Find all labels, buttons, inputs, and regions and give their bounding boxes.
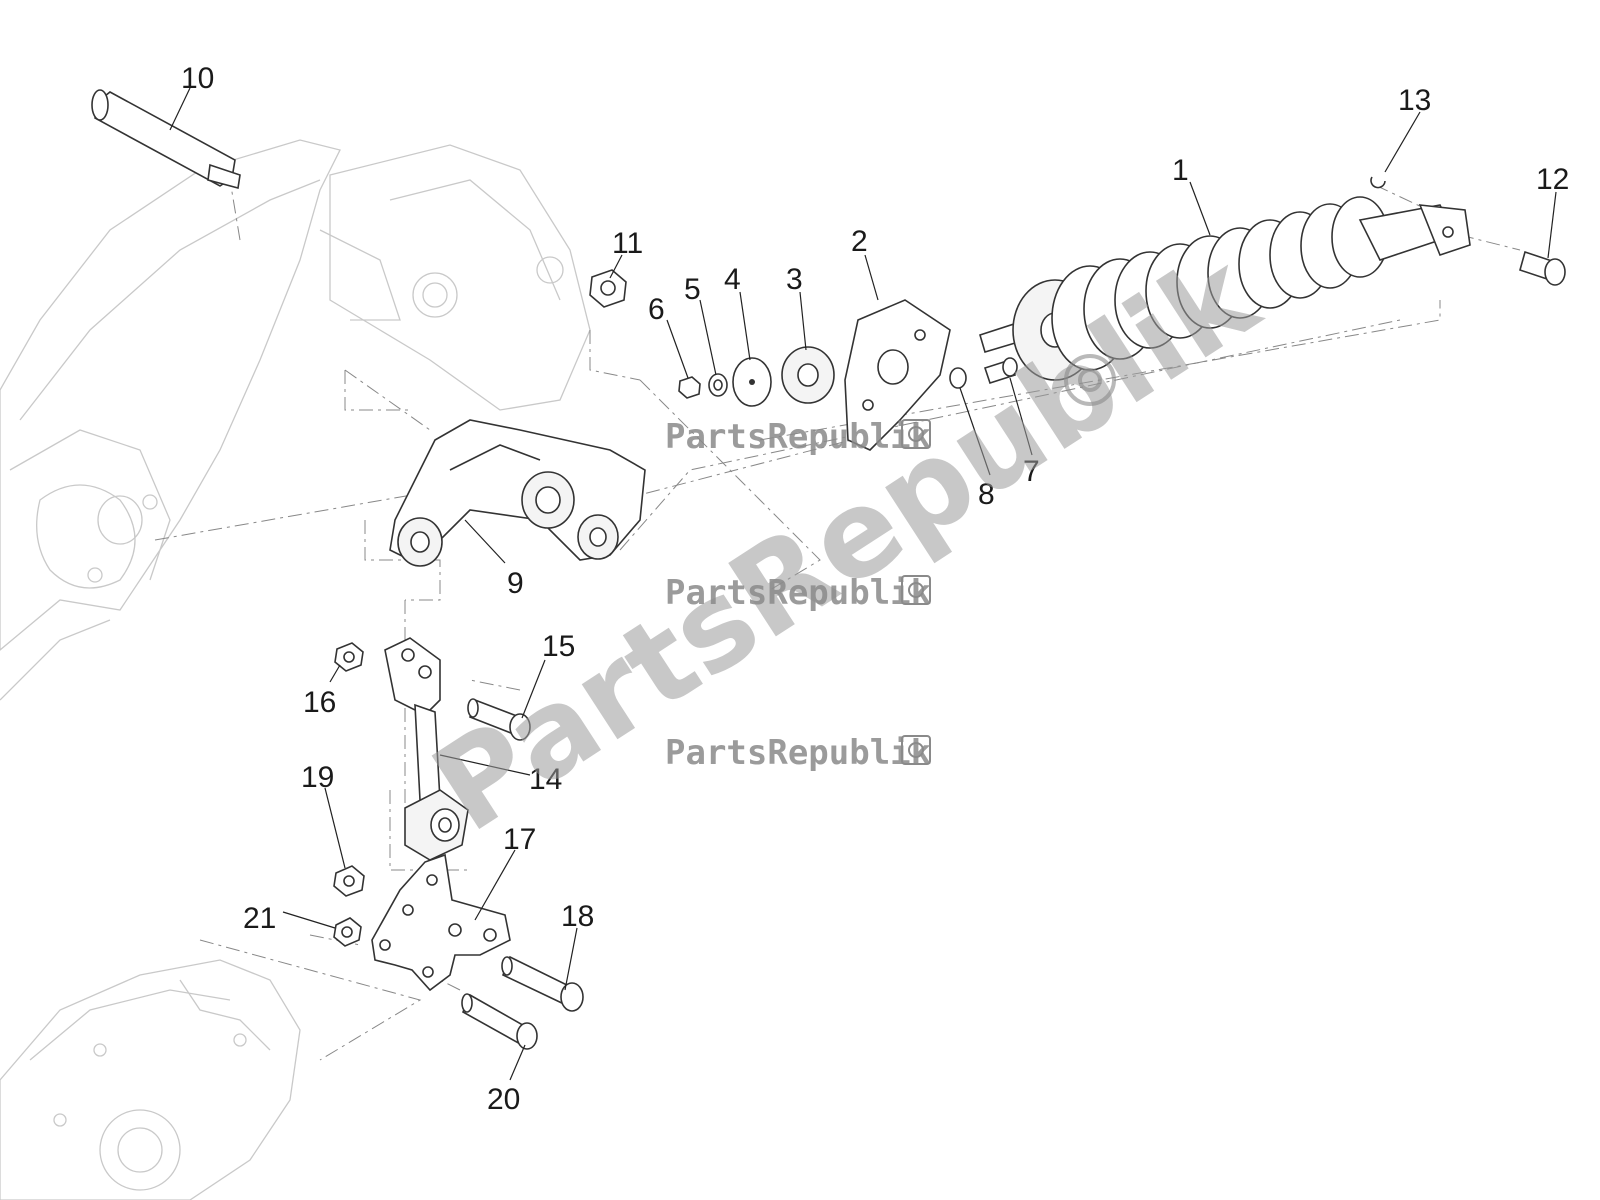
callout-20: 20 <box>487 1083 520 1116</box>
part-12-bolt <box>1519 250 1566 286</box>
part-9-linkage-rocker <box>389 419 646 567</box>
part-7-bolt <box>983 357 1018 385</box>
watermark-line-2: PartsRepublik <box>665 573 931 613</box>
part-4-washer <box>732 357 772 407</box>
callout-15: 15 <box>542 630 575 663</box>
part-17-lower-bracket <box>371 853 511 992</box>
part-19-nut <box>333 865 365 897</box>
callout-labels: 1 2 3 4 5 6 7 8 9 10 11 12 13 14 15 16 1… <box>181 62 1569 1116</box>
callout-1: 1 <box>1172 154 1189 187</box>
callout-21: 21 <box>243 902 276 935</box>
callout-11: 11 <box>612 227 643 260</box>
part-15-bolt <box>467 698 531 741</box>
callout-3: 3 <box>786 263 803 296</box>
part-3-rubber-bush <box>781 346 835 404</box>
callout-4: 4 <box>724 263 741 296</box>
callout-12: 12 <box>1536 163 1569 196</box>
part-18-bolt <box>501 955 584 1012</box>
watermark-line-3: PartsRepublik <box>665 733 931 773</box>
leader-lines <box>169 87 1557 1081</box>
callout-16: 16 <box>303 686 336 719</box>
callout-7: 7 <box>1023 455 1040 488</box>
callout-6: 6 <box>648 293 665 326</box>
assembly-lines <box>154 179 1521 1061</box>
callout-10: 10 <box>181 62 214 95</box>
part-14-link-rod <box>384 637 469 861</box>
callout-8: 8 <box>978 478 995 511</box>
callout-18: 18 <box>561 900 594 933</box>
ghost-frame-outline <box>0 139 591 701</box>
part-21-nut <box>333 917 362 947</box>
gear-icon <box>901 354 1116 765</box>
watermark-line-1: PartsRepublik <box>665 417 931 457</box>
part-11-nut <box>589 269 627 308</box>
shock-spring <box>1051 196 1389 371</box>
part-10-pivot-pin <box>91 89 241 190</box>
callout-5: 5 <box>684 273 701 306</box>
part-20-bolt <box>461 993 538 1050</box>
callout-2: 2 <box>851 225 868 258</box>
part-5-washer <box>708 373 728 397</box>
ghost-engine-case <box>0 959 301 1200</box>
part-6-nut <box>678 376 701 399</box>
callout-14: 14 <box>529 763 562 796</box>
part-13-circlip <box>1370 176 1386 189</box>
callout-13: 13 <box>1398 84 1431 117</box>
part-2-bracket-plate <box>844 299 951 451</box>
part-16-nut <box>334 642 364 672</box>
part-1-shock-absorber <box>979 196 1471 381</box>
callout-19: 19 <box>301 761 334 794</box>
callout-9: 9 <box>507 567 524 600</box>
callout-17: 17 <box>503 823 536 856</box>
part-8-washer <box>949 367 967 389</box>
watermark: PartsRepublik PartsRepublik PartsRepubli… <box>410 225 1282 859</box>
